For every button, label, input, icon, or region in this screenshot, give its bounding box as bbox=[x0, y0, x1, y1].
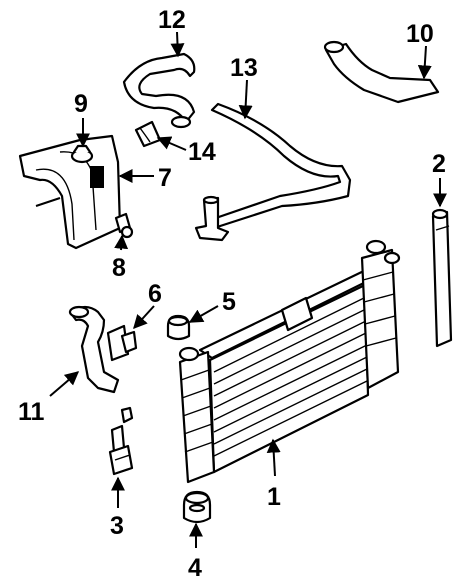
fan-shroud bbox=[18, 134, 122, 250]
upper-insulator bbox=[166, 314, 191, 341]
callout-6: 6 bbox=[148, 280, 162, 308]
callout-1: 1 bbox=[267, 483, 281, 511]
leader-lines bbox=[49, 31, 447, 548]
callout-7: 7 bbox=[158, 164, 172, 192]
radiator bbox=[178, 239, 401, 484]
callout-9: 9 bbox=[74, 90, 88, 118]
drain-cock bbox=[108, 406, 134, 476]
callout-3: 3 bbox=[110, 512, 124, 540]
mounting-bracket bbox=[106, 324, 138, 362]
callout-11: 11 bbox=[18, 398, 45, 426]
callout-4: 4 bbox=[188, 554, 202, 582]
lower-radiator-hose bbox=[68, 305, 120, 394]
callout-5: 5 bbox=[222, 288, 236, 316]
callout-12: 12 bbox=[158, 6, 186, 34]
upper-radiator-hose bbox=[323, 40, 440, 104]
callout-14: 14 bbox=[188, 138, 216, 166]
radiator-side-seal bbox=[431, 208, 453, 348]
callout-13: 13 bbox=[230, 54, 258, 82]
shroud-retainer bbox=[114, 212, 134, 239]
callout-8: 8 bbox=[112, 254, 126, 282]
lower-insulator bbox=[182, 490, 212, 524]
bypass-hose bbox=[194, 102, 352, 242]
callout-2: 2 bbox=[432, 150, 446, 178]
hose-clamp bbox=[134, 120, 162, 148]
overflow-hose bbox=[122, 52, 196, 129]
callout-10: 10 bbox=[406, 20, 434, 48]
